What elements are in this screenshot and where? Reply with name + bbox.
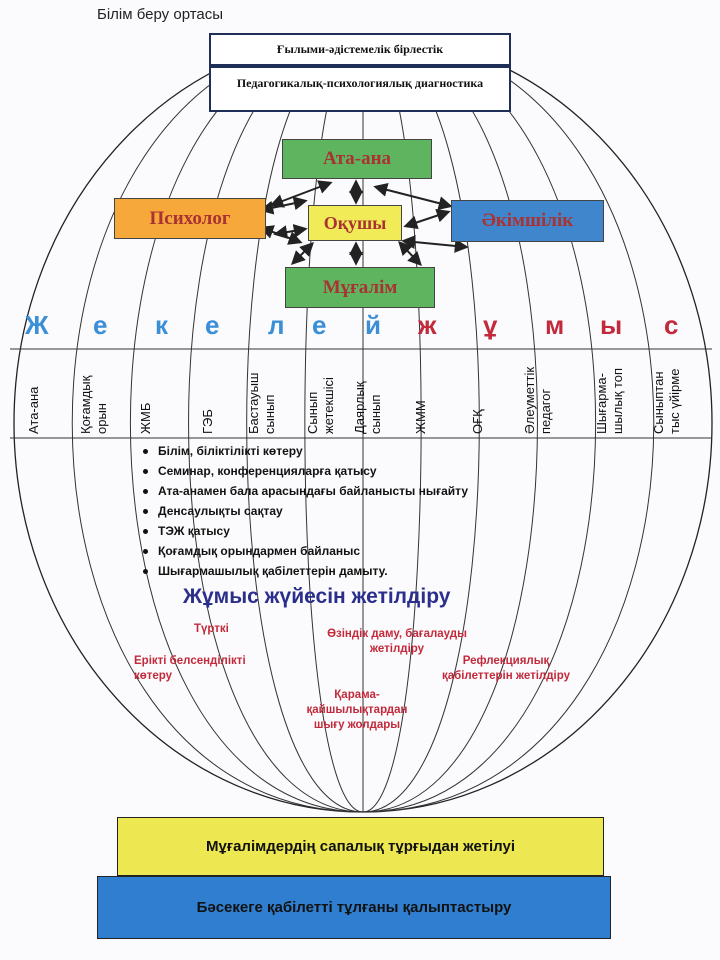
list-item: Шығармашылық қабілеттерін дамыту. — [140, 561, 468, 581]
column-label: Бастауыш сынып — [246, 372, 277, 434]
list-item: Ата-анамен бала арасындағы байланысты ны… — [140, 481, 468, 501]
banner-letter: й — [365, 310, 381, 340]
diagnostics-box: Педагогикалық-психологиялық диагностика — [209, 66, 511, 112]
note-reflection: Рефлекциялық қабілеттерін жетілдіру — [441, 655, 570, 682]
banner-letter: е — [93, 310, 108, 340]
node-student: Оқушы — [308, 205, 402, 241]
activity-list: Білім, біліктілікті көтеру Семинар, конф… — [140, 441, 468, 581]
note-motive: Түрткі — [194, 623, 229, 635]
banner-letter: ұ — [483, 310, 498, 340]
column-label: ЖМБ — [138, 402, 153, 434]
link-arrow — [398, 240, 422, 267]
note-selfdev: Өзіндік даму, бағалауды жетілдіру — [327, 628, 467, 655]
link-arrow — [401, 235, 469, 253]
competitive-personality-bar: Бәсекеге қабілетті тұлғаны қалыптастыру — [97, 876, 611, 939]
link-arrow — [259, 225, 303, 245]
list-item: Денсаулықты сақтау — [140, 501, 468, 521]
banner-letter: ы — [600, 310, 623, 340]
list-item: Семинар, конференцияларға қатысу — [140, 461, 468, 481]
link-arrow — [291, 242, 314, 265]
environment-caption: Білім беру ортасы — [97, 6, 224, 23]
banner-letter: к — [155, 310, 169, 340]
node-psychologist: Психолог — [114, 198, 266, 239]
link-arrow — [373, 183, 453, 210]
column-label: Қоғамдық орын — [78, 375, 109, 434]
globe-meridian — [362, 33, 655, 813]
banner-letter: л — [268, 310, 285, 340]
banner-letter: Ж — [25, 310, 49, 340]
column-label: Ата-ана — [26, 386, 41, 434]
node-parent: Ата-ана — [282, 139, 432, 179]
column-label: Шығарма-шылық топ — [594, 367, 625, 434]
column-label: ГЭБ — [200, 409, 215, 434]
note-activity: Ерікті белсенділікті көтеру — [134, 655, 246, 682]
column-label: ЖММ — [413, 400, 428, 434]
banner-letter: с — [664, 310, 679, 340]
teacher-improvement-bar: Мұғалімдердің сапалық тұрғыдан жетілуі — [117, 817, 604, 876]
column-label: Даярлық сынып — [352, 381, 383, 434]
column-label: ОҒҚ — [470, 409, 485, 434]
list-item: Білім, біліктілікті көтеру — [140, 441, 468, 461]
link-arrow — [259, 196, 308, 215]
column-label: Әлеуметтік педагог — [522, 366, 553, 434]
note-conflict: Қарама-қайшылықтардан шығу жолдары — [306, 689, 408, 731]
banner-letter: е — [312, 310, 327, 340]
column-label: Сыныптан тыс үйірме — [651, 368, 682, 434]
link-arrow — [273, 224, 308, 239]
banner-letter: ж — [418, 310, 437, 340]
link-arrow — [269, 180, 333, 208]
node-teacher: Мұғалім — [285, 267, 435, 308]
list-item: ТЭЖ қатысу — [140, 521, 468, 541]
link-arrow — [403, 208, 451, 230]
node-administration: Әкімшілік — [451, 200, 604, 242]
banner-letter: м — [545, 310, 565, 340]
banner-letter: е — [205, 310, 220, 340]
section-title: Жұмыс жүйесін жетілдіру — [183, 585, 451, 608]
list-item: Қоғамдық орындармен байланыс — [140, 541, 468, 561]
methodical-union-box: Ғылыми-әдістемелік бірлестік — [209, 33, 511, 66]
